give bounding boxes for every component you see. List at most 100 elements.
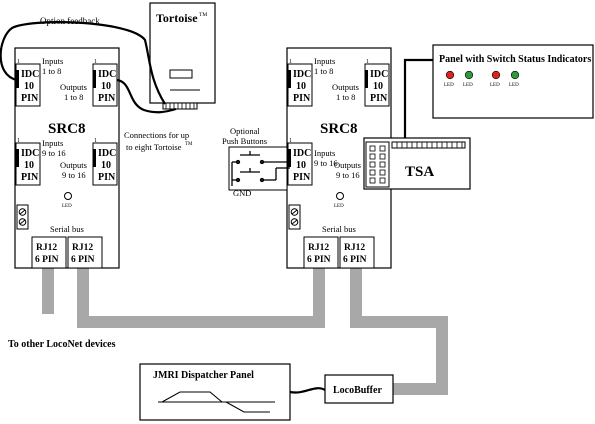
svg-text:Outputs: Outputs — [60, 82, 87, 92]
rj12-jack — [67, 236, 103, 269]
svg-text:LED: LED — [490, 83, 500, 88]
svg-text:RJ12: RJ12 — [72, 243, 93, 253]
svg-text:Serial bus: Serial bus — [322, 224, 356, 234]
svg-text:10: 10 — [296, 160, 306, 171]
screw-terminal — [16, 204, 29, 230]
svg-text:Connections for up: Connections for up — [124, 130, 189, 140]
svg-text:PIN: PIN — [98, 93, 116, 104]
svg-text:1: 1 — [17, 59, 20, 65]
svg-text:TM: TM — [199, 12, 207, 18]
svg-text:IDC: IDC — [98, 69, 116, 80]
svg-text:PIN: PIN — [98, 172, 116, 183]
svg-text:10: 10 — [24, 160, 34, 171]
svg-text:IDC: IDC — [21, 69, 39, 80]
svg-text:6 PIN: 6 PIN — [343, 255, 367, 265]
svg-text:9 to 16: 9 to 16 — [314, 158, 338, 168]
svg-text:RJ12: RJ12 — [344, 243, 365, 253]
serial-bus-cables — [42, 268, 448, 395]
svg-text:10: 10 — [101, 160, 111, 171]
panel-wire — [403, 58, 433, 140]
jmri-dispatcher-panel: JMRI Dispatcher Panel — [139, 363, 291, 421]
svg-text:9 to 16: 9 to 16 — [62, 170, 86, 180]
svg-text:10: 10 — [373, 81, 383, 92]
svg-text:6 PIN: 6 PIN — [307, 255, 331, 265]
svg-text:10: 10 — [296, 81, 306, 92]
svg-text:RJ12: RJ12 — [308, 243, 329, 253]
rj12-jack — [303, 236, 339, 269]
svg-text:1 to 8: 1 to 8 — [64, 92, 83, 102]
svg-text:9 to 16: 9 to 16 — [336, 170, 360, 180]
svg-text:1 to 8: 1 to 8 — [336, 92, 355, 102]
status-led — [64, 192, 72, 200]
src8-board-left: 1 1 1 1 IDC 10 PIN IDC 10 PIN IDC 10 PIN… — [14, 47, 120, 269]
svg-text:Tortoise: Tortoise — [156, 11, 198, 25]
svg-text:Inputs: Inputs — [42, 56, 63, 66]
svg-text:RJ12: RJ12 — [36, 243, 57, 253]
svg-text:Outputs: Outputs — [332, 82, 359, 92]
svg-text:TM: TM — [185, 142, 193, 147]
svg-text:PIN: PIN — [370, 93, 388, 104]
loconet-label: To other LocoNet devices — [8, 339, 116, 350]
svg-text:10: 10 — [101, 81, 111, 92]
rj12-jack — [31, 236, 67, 269]
svg-text:IDC: IDC — [293, 148, 311, 159]
idc-connector — [287, 63, 313, 107]
screw-terminal — [288, 204, 301, 230]
svg-text:LED: LED — [444, 83, 454, 88]
svg-text:Inputs: Inputs — [42, 138, 63, 148]
svg-text:Option feedback: Option feedback — [40, 16, 100, 26]
svg-text:Panel with Switch Status Indic: Panel with Switch Status Indicators — [439, 54, 591, 65]
svg-text:LocoBuffer: LocoBuffer — [333, 385, 382, 396]
panel-led — [464, 70, 474, 80]
svg-text:1: 1 — [366, 59, 369, 65]
svg-text:PIN: PIN — [293, 93, 311, 104]
svg-text:PIN: PIN — [21, 93, 39, 104]
svg-text:1: 1 — [289, 138, 292, 144]
svg-text:6 PIN: 6 PIN — [71, 255, 95, 265]
track-diagram — [158, 391, 275, 413]
idc-connector — [287, 142, 313, 186]
panel-led — [510, 70, 520, 80]
svg-text:IDC: IDC — [98, 148, 116, 159]
svg-text:1: 1 — [94, 59, 97, 65]
svg-text:PIN: PIN — [21, 172, 39, 183]
svg-text:1: 1 — [94, 138, 97, 144]
svg-text:Inputs: Inputs — [314, 56, 335, 66]
svg-text:JMRI Dispatcher Panel: JMRI Dispatcher Panel — [153, 370, 254, 381]
svg-text:LED: LED — [509, 83, 519, 88]
svg-text:1: 1 — [17, 138, 20, 144]
svg-text:LED: LED — [463, 83, 473, 88]
svg-text:1: 1 — [289, 59, 292, 65]
panel-led — [445, 70, 455, 80]
board-title: SRC8 — [320, 121, 358, 137]
usb-cable — [289, 387, 326, 394]
switch-status-panel: Panel with Switch Status Indicators LED … — [432, 44, 594, 119]
rj12-jack — [339, 236, 375, 269]
svg-text:LED: LED — [62, 204, 72, 209]
idc-connector — [92, 63, 118, 107]
svg-text:GND: GND — [233, 188, 251, 198]
panel-led — [491, 70, 501, 80]
tortoise-machine: Tortoise TM — [149, 2, 216, 110]
svg-text:IDC: IDC — [293, 69, 311, 80]
svg-text:Outputs: Outputs — [60, 160, 87, 170]
svg-text:Push Buttons: Push Buttons — [222, 136, 267, 146]
locobuffer: LocoBuffer — [324, 374, 394, 404]
svg-text:PIN: PIN — [293, 172, 311, 183]
svg-text:LED: LED — [334, 204, 344, 209]
svg-text:Inputs: Inputs — [314, 148, 335, 158]
svg-text:6 PIN: 6 PIN — [35, 255, 59, 265]
svg-text:Outputs: Outputs — [334, 160, 361, 170]
option-feedback-wire — [0, 21, 177, 114]
status-led — [336, 192, 344, 200]
svg-text:9 to 16: 9 to 16 — [42, 148, 66, 158]
push-buttons: Optional Push Buttons GND — [222, 126, 290, 198]
svg-text:to eight Tortoise: to eight Tortoise — [126, 142, 182, 152]
svg-text:TSA: TSA — [405, 164, 434, 180]
svg-text:1 to 8: 1 to 8 — [314, 66, 333, 76]
svg-text:IDC: IDC — [370, 69, 388, 80]
svg-text:Serial bus: Serial bus — [50, 224, 84, 234]
svg-text:10: 10 — [24, 81, 34, 92]
svg-text:IDC: IDC — [21, 148, 39, 159]
